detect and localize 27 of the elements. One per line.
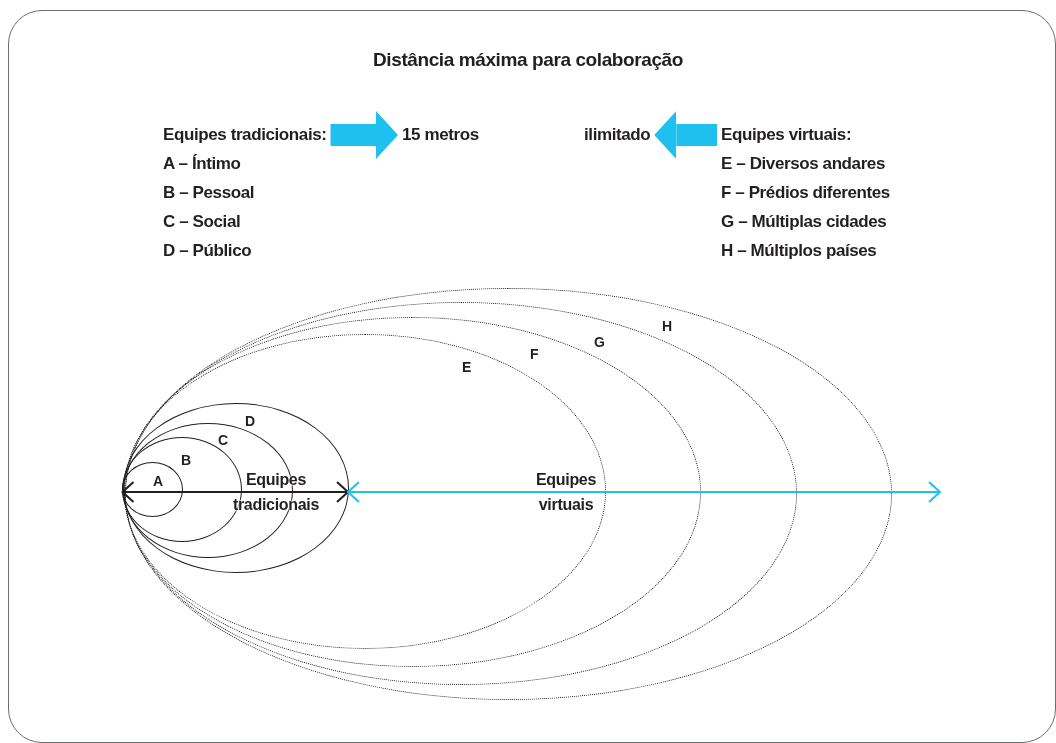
- zone-letter: E: [462, 359, 472, 375]
- edge-label: Equipes virtuais: [534, 470, 598, 515]
- double-arrow: [347, 481, 941, 503]
- block-arrow: [330, 111, 398, 159]
- list-item: B – Pessoal: [163, 183, 256, 204]
- list-item: H – Múltiplos países: [721, 241, 878, 262]
- zone-letter: G: [594, 334, 605, 350]
- distance-value: 15 metros: [402, 125, 479, 146]
- list-item: D – Público: [163, 241, 253, 262]
- double-arrow: [121, 481, 349, 503]
- distance-value: ilimitado: [584, 125, 651, 146]
- list-item: A – Íntimo: [163, 154, 242, 175]
- list-heading: Equipes virtuais:: [721, 125, 853, 146]
- block-arrow: [654, 111, 717, 159]
- zone-letter: D: [245, 413, 256, 429]
- list-item: E – Diversos andares: [721, 154, 886, 175]
- zone-letter: B: [181, 452, 192, 468]
- zone-letter: F: [530, 346, 539, 362]
- list-item: F – Prédios diferentes: [721, 183, 890, 204]
- zone-letter: H: [662, 318, 673, 334]
- list-heading: Equipes tradicionais:: [163, 125, 327, 146]
- diagram-title: Distância máxima para colaboração: [372, 50, 684, 70]
- list-item: G – Múltiplas cidades: [721, 212, 888, 233]
- list-item: C – Social: [163, 212, 242, 233]
- ellipse: [121, 461, 183, 517]
- zone-letter: C: [218, 432, 229, 448]
- zone-letter: A: [153, 473, 164, 489]
